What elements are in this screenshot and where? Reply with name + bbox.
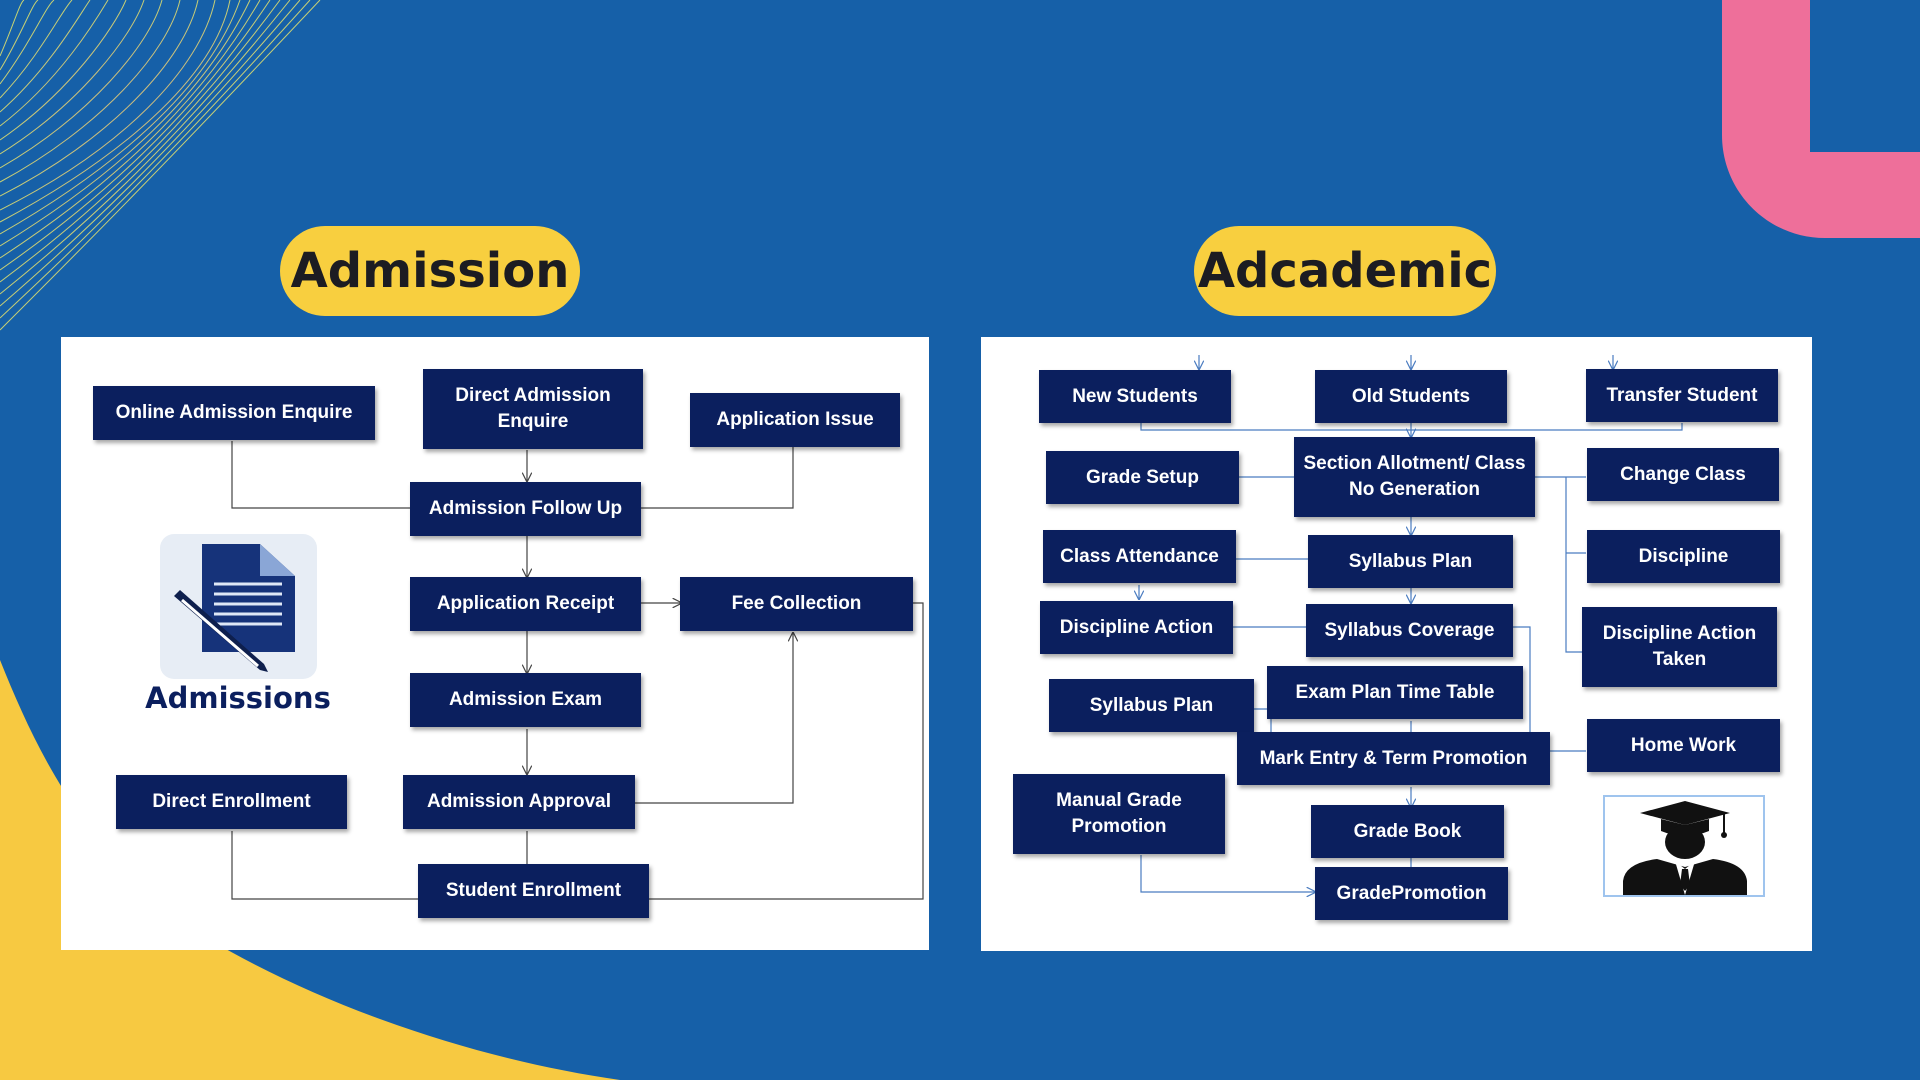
- academic-title: Adcademic: [1194, 226, 1496, 316]
- pink-corner-shape: [1722, 0, 1920, 238]
- graduate-icon: [1623, 801, 1747, 895]
- graduate-icon-frame: [1603, 795, 1765, 897]
- academic-panel: New Students Old Students Transfer Stude…: [981, 337, 1812, 951]
- application-receipt-node: Application Receipt: [410, 577, 641, 631]
- exam-plan-time-table-node: Exam Plan Time Table: [1267, 666, 1523, 719]
- fee-collection-node: Fee Collection: [680, 577, 913, 631]
- discipline-action-taken-node: Discipline Action Taken: [1582, 607, 1777, 687]
- discipline-action-node: Discipline Action: [1040, 601, 1233, 654]
- discipline-node: Discipline: [1587, 530, 1780, 583]
- grade-book-node: Grade Book: [1311, 805, 1504, 858]
- new-students-node: New Students: [1039, 370, 1231, 423]
- admissions-logo-caption: Admissions: [145, 681, 331, 715]
- admission-panel: Online Admission Enquire Direct Admissio…: [61, 337, 929, 950]
- application-issue-node: Application Issue: [690, 393, 900, 447]
- manual-grade-promotion-node: Manual Grade Promotion: [1013, 774, 1225, 854]
- section-allotment-node: Section Allotment/ Class No Generation: [1294, 437, 1535, 517]
- mark-entry-term-promotion-node: Mark Entry & Term Promotion: [1237, 732, 1550, 785]
- change-class-node: Change Class: [1587, 448, 1779, 501]
- syllabus-plan-left-node: Syllabus Plan: [1049, 679, 1254, 732]
- syllabus-coverage-node: Syllabus Coverage: [1306, 604, 1513, 657]
- admission-connectors: [231, 441, 924, 900]
- admission-approval-node: Admission Approval: [403, 775, 635, 829]
- admission-exam-node: Admission Exam: [410, 673, 641, 727]
- admission-follow-up-node: Admission Follow Up: [410, 482, 641, 536]
- online-admission-enquire-node: Online Admission Enquire: [93, 386, 375, 440]
- old-students-node: Old Students: [1315, 370, 1507, 423]
- transfer-student-node: Transfer Student: [1586, 369, 1778, 422]
- direct-enrollment-node: Direct Enrollment: [116, 775, 347, 829]
- syllabus-plan-center-node: Syllabus Plan: [1308, 535, 1513, 588]
- direct-admission-enquire-node: Direct Admission Enquire: [423, 369, 643, 449]
- admission-title: Admission: [280, 226, 580, 316]
- grade-setup-node: Grade Setup: [1046, 451, 1239, 504]
- document-pen-icon: [174, 544, 295, 672]
- admissions-logo-tile: [160, 534, 317, 679]
- home-work-node: Home Work: [1587, 719, 1780, 772]
- student-enrollment-node: Student Enrollment: [418, 864, 649, 918]
- class-attendance-node: Class Attendance: [1043, 530, 1236, 583]
- grade-promotion-node: GradePromotion: [1315, 867, 1508, 920]
- wave-lines-decoration: [0, 0, 321, 331]
- yellow-curve-shape: [0, 660, 620, 1080]
